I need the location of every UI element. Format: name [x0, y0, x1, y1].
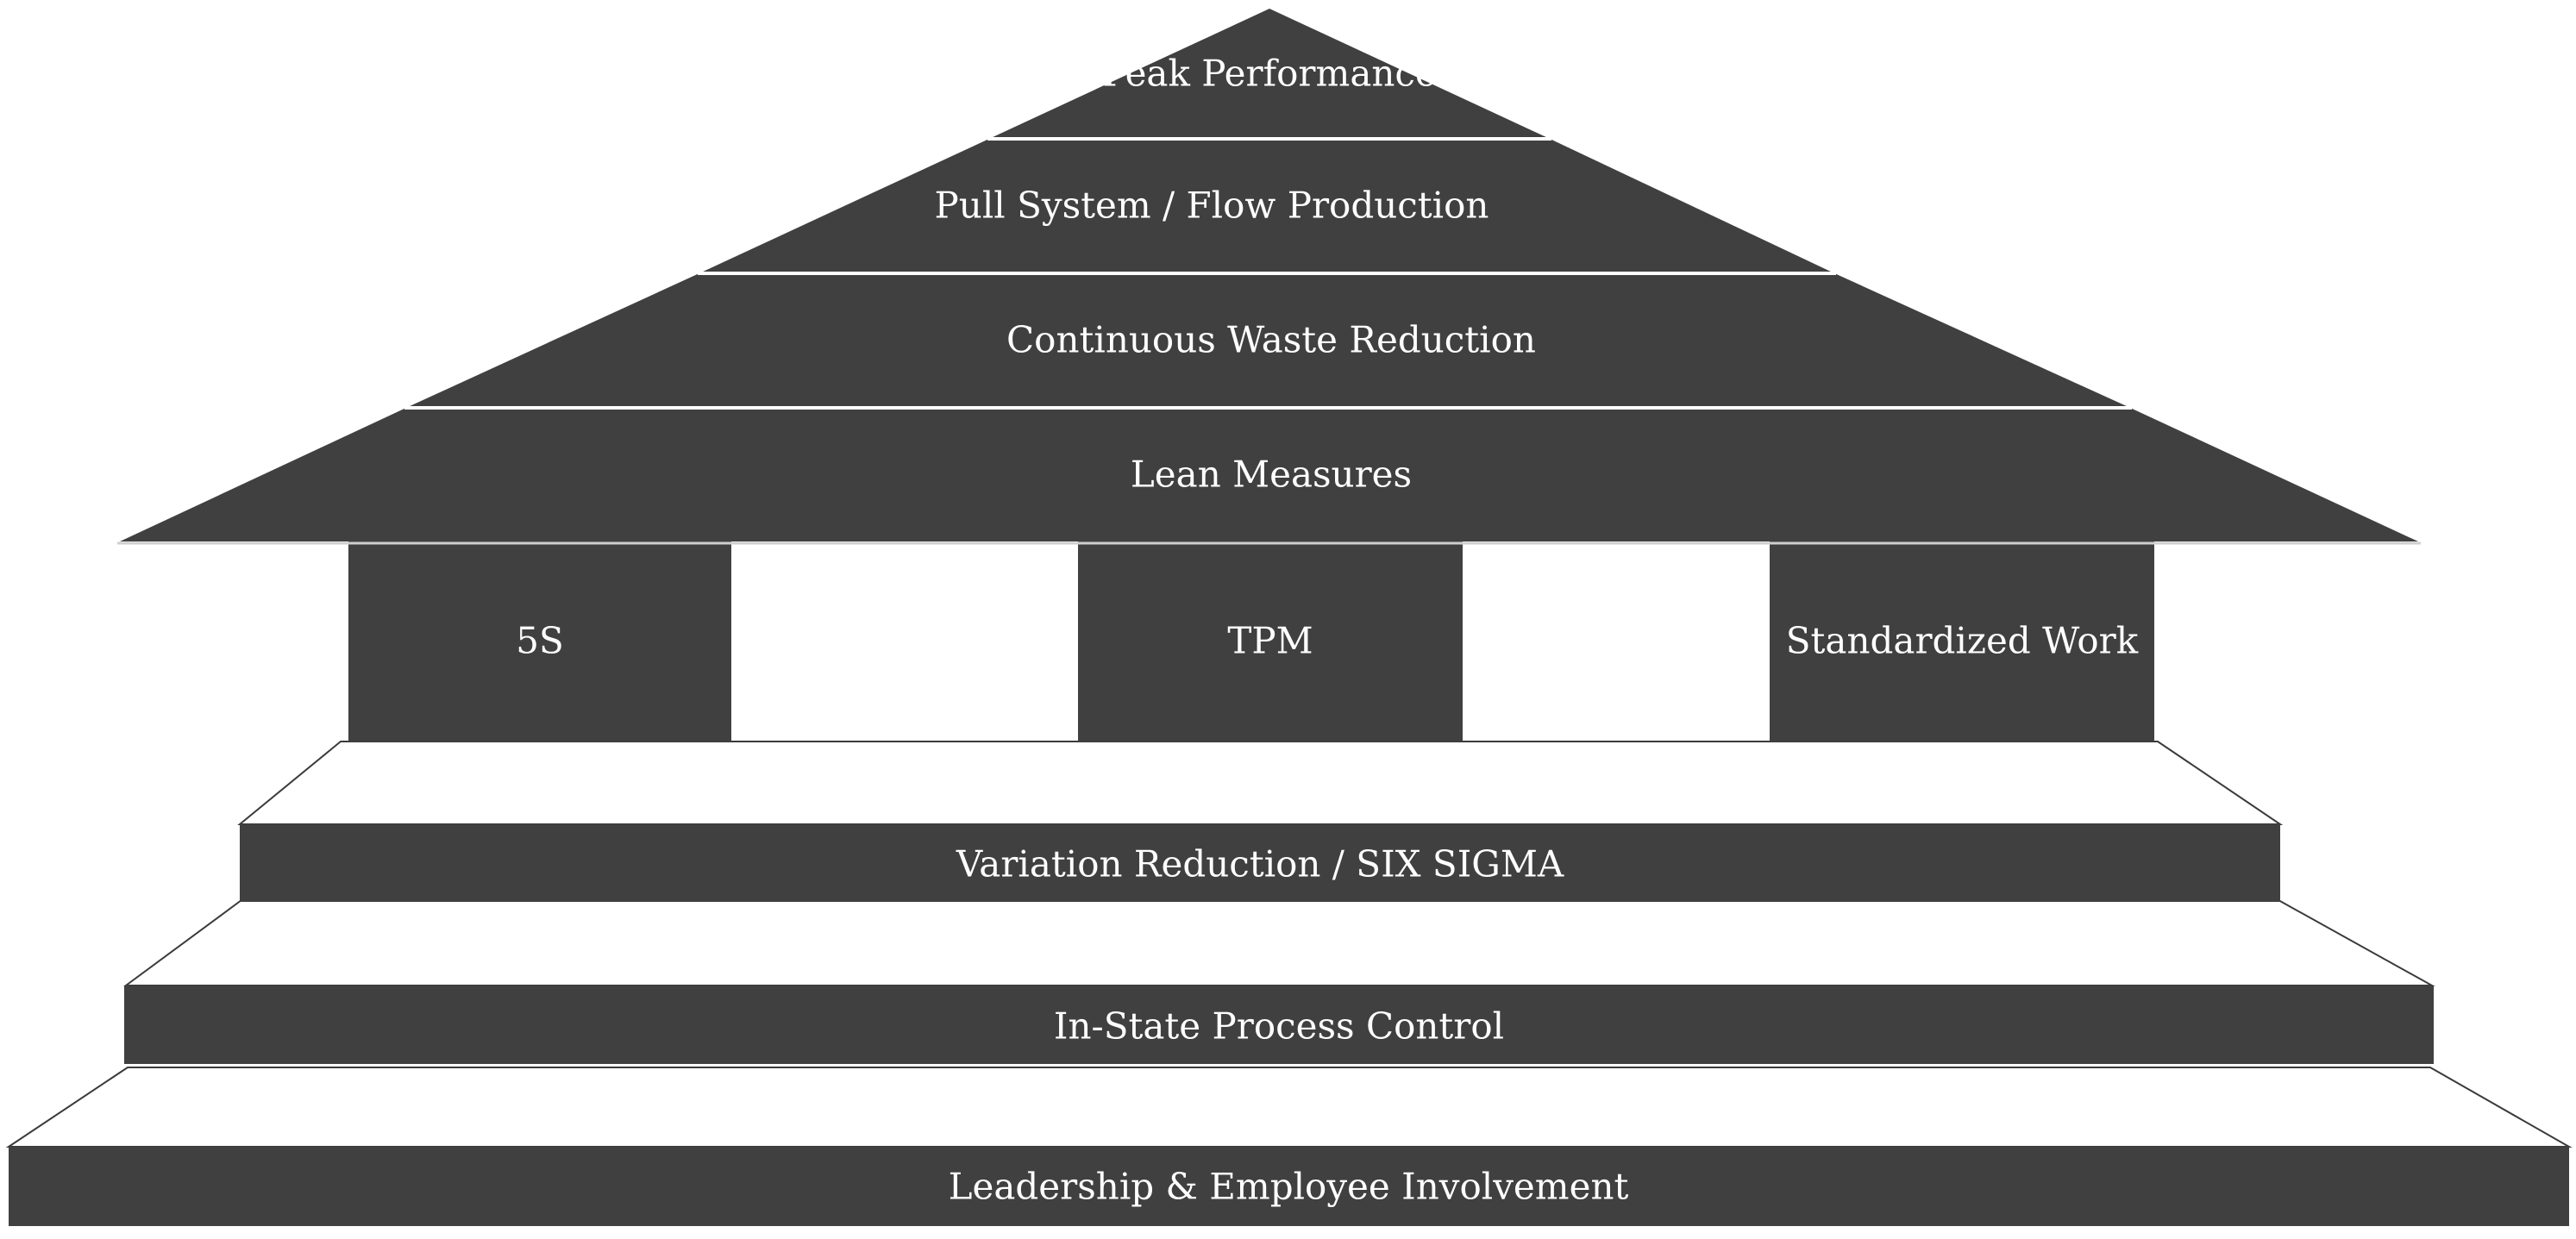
- pillar-5s: [348, 541, 731, 742]
- roof-label-peak-performance: Peak Performance: [1102, 53, 1437, 95]
- roof-label-lean-measures: Lean Measures: [1131, 454, 1412, 496]
- pillar-label-tpm: TPM: [1227, 620, 1313, 662]
- foundation-step-2: [124, 986, 2434, 1064]
- pillars: [348, 541, 2154, 742]
- roof-tier-lean-measures: [120, 407, 2418, 541]
- labels: Peak Performance Pull System / Flow Prod…: [516, 53, 2139, 1208]
- roof-separators: [117, 137, 2421, 545]
- pillar-label-standardized-work: Standardized Work: [1786, 620, 2139, 662]
- roof-tier-peak-performance: [991, 9, 1548, 138]
- step-top-face-3: [5, 1067, 2573, 1148]
- foundation-label-leadership: Leadership & Employee Involvement: [949, 1166, 1629, 1208]
- step-top-face-1: [237, 741, 2284, 825]
- roof: [120, 9, 2418, 541]
- foundation-step-top-faces: [5, 741, 2573, 1148]
- pillar-standardized-work: [1770, 541, 2154, 742]
- pillar-tpm: [1078, 541, 1463, 742]
- foundation-step-1: [240, 824, 2280, 902]
- roof-tier-pull-system: [701, 138, 1833, 272]
- roof-label-waste-reduction: Continuous Waste Reduction: [1006, 319, 1536, 361]
- roof-tier-waste-reduction: [408, 272, 2128, 407]
- foundation-label-process-control: In-State Process Control: [1054, 1005, 1504, 1048]
- foundation-label-variation-reduction: Variation Reduction / SIX SIGMA: [956, 843, 1564, 885]
- step-top-face-2: [122, 899, 2435, 986]
- roof-label-pull-system: Pull System / Flow Production: [935, 185, 1489, 227]
- pillar-label-5s: 5S: [516, 620, 564, 662]
- foundation-step-3: [9, 1147, 2569, 1226]
- foundation-steps: [9, 824, 2569, 1226]
